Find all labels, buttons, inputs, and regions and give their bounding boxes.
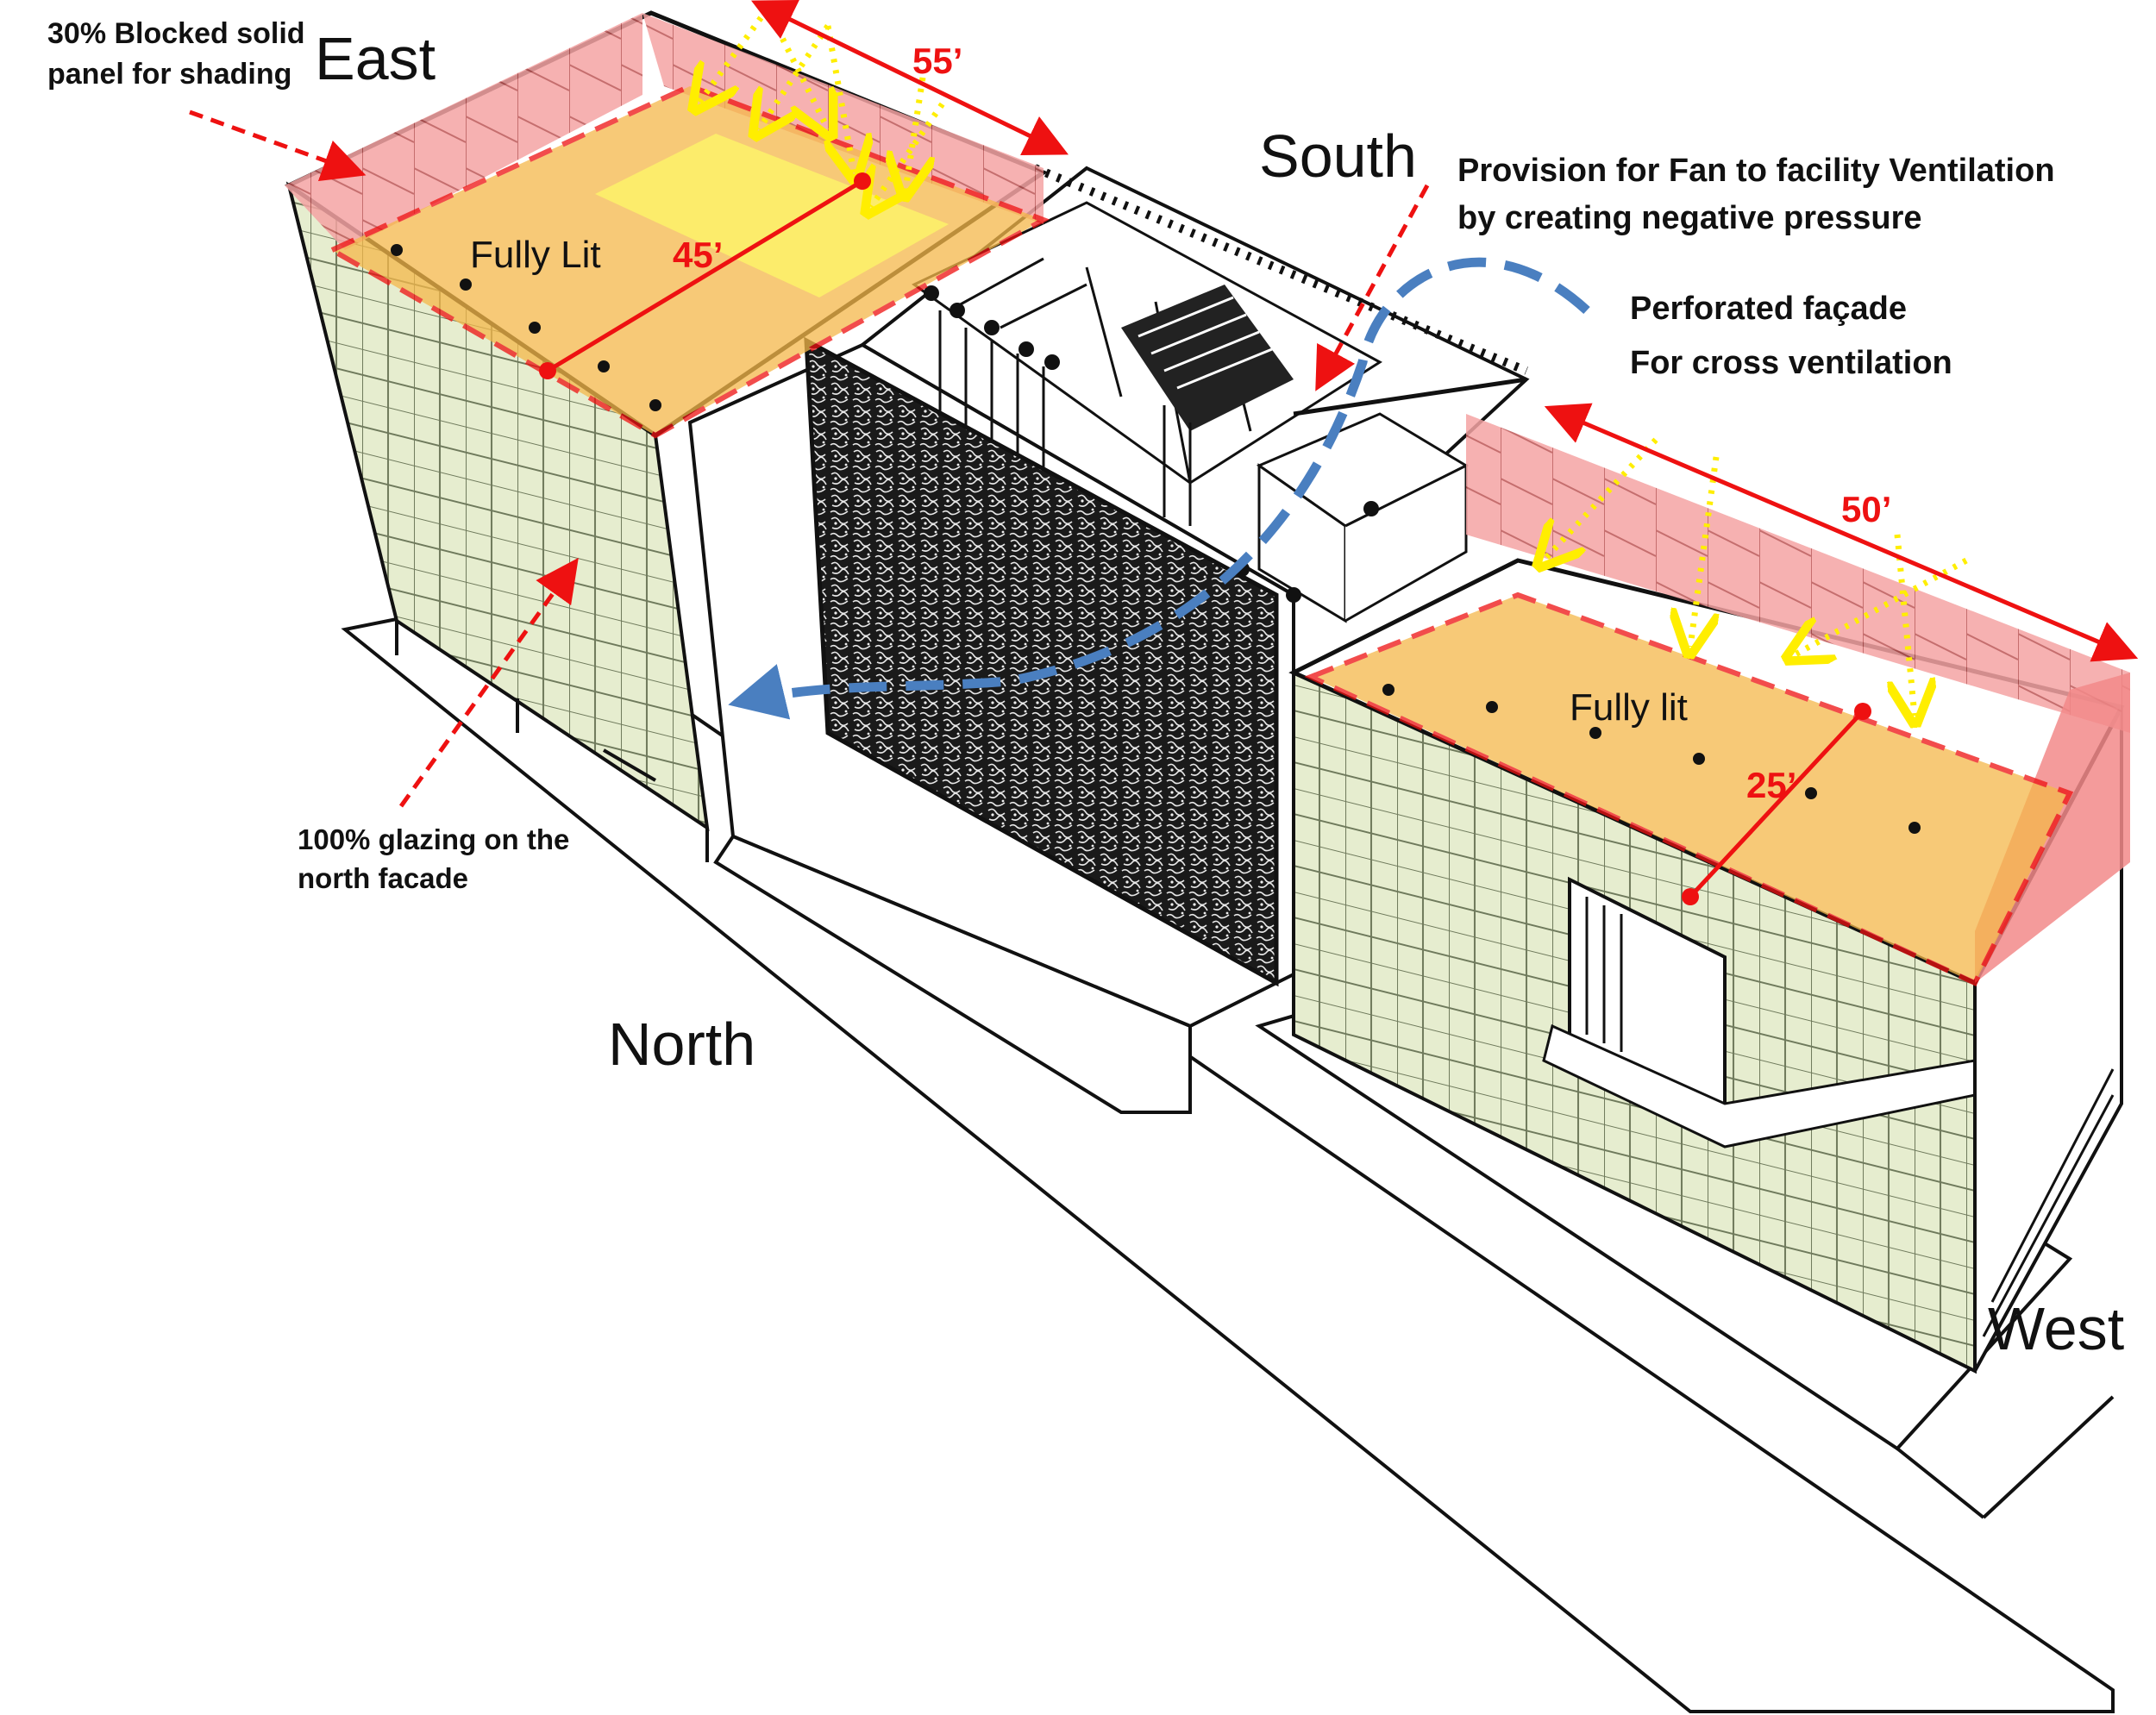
east-shading-panel [285, 13, 642, 250]
perforated-note-line2: For cross ventilation [1630, 345, 1952, 381]
fan-note-line2: by creating negative pressure [1457, 200, 1922, 236]
dim-east-depth: 45’ [673, 235, 723, 275]
label-west: West [1988, 1295, 2124, 1362]
blocked-panel-note-line1: 30% Blocked solid [47, 17, 305, 50]
dim-east-length: 55’ [912, 41, 962, 81]
glazing-note-line1: 100% glazing on the [298, 823, 569, 855]
dimension-lines [546, 0, 2139, 898]
glazing-note-line2: north facade [298, 862, 468, 894]
east-lit-label: Fully Lit [470, 234, 601, 276]
fan-note-line1: Provision for Fan to facility Ventilatio… [1457, 153, 2055, 189]
labels: East South North West 30% Blocked solid … [47, 17, 2124, 1362]
airflow-path [728, 257, 1590, 720]
label-east: East [315, 25, 436, 92]
dim-west-depth: 25’ [1746, 765, 1796, 805]
west-lit-label: Fully lit [1570, 686, 1688, 729]
pointer-arrows [189, 110, 1430, 808]
dimension-endpoints [539, 172, 1871, 905]
perforated-note-line1: Perforated façade [1630, 291, 1907, 327]
dim-west-length: 50’ [1841, 489, 1891, 529]
label-north: North [608, 1011, 755, 1078]
perforated-facade [804, 336, 1279, 987]
label-south: South [1259, 122, 1417, 190]
blocked-panel-note-line2: panel for shading [47, 58, 291, 91]
east-bright-area [595, 134, 949, 297]
west-lit-zone [1304, 591, 2074, 986]
west-block [1288, 414, 2130, 1374]
